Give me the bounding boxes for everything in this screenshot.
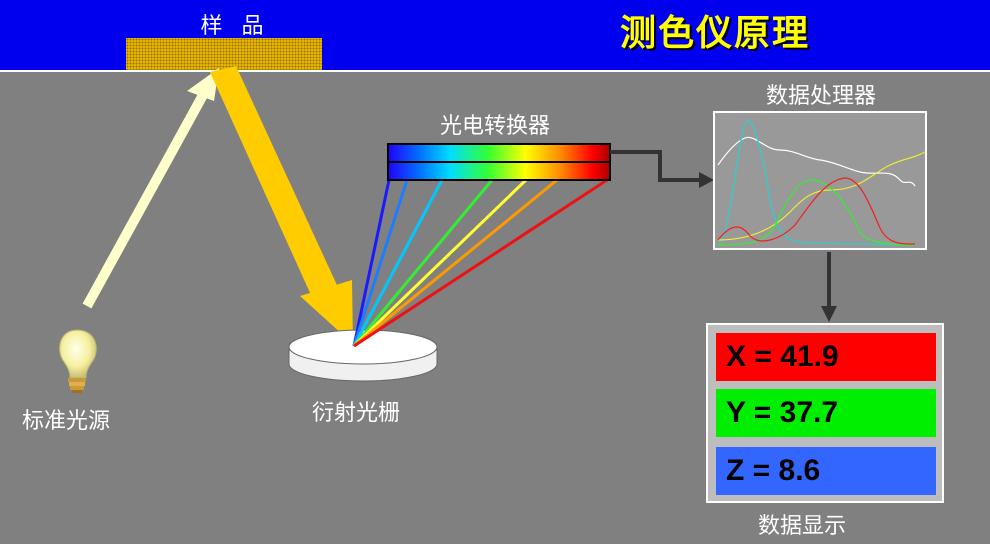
spectral-curve-plot	[713, 111, 927, 250]
display-label: 数据显示	[758, 514, 847, 539]
light-source-label: 标准光源	[22, 409, 111, 434]
sample-label: 样 品	[200, 14, 270, 39]
incident-beam	[82, 68, 219, 309]
z-value-row: Z = 8.6	[716, 447, 936, 495]
sample-block	[126, 38, 322, 70]
converter-label: 光电转换器	[440, 114, 551, 139]
y-value-row: Y = 37.7	[716, 389, 936, 437]
page-title: 测色仪原理	[619, 13, 810, 54]
reflected-beam	[210, 66, 353, 344]
x-value-row: X = 41.9	[716, 333, 936, 381]
spectrum-bar	[387, 143, 611, 181]
light-bulb-icon	[59, 329, 97, 393]
dispersed-rays	[352, 178, 608, 348]
data-display-panel: X = 41.9 Y = 37.7 Z = 8.6	[706, 323, 944, 503]
diffraction-grating-disk	[288, 329, 438, 382]
grating-label: 衍射光栅	[312, 401, 401, 426]
arrow-to-processor	[610, 150, 714, 188]
processor-label: 数据处理器	[766, 84, 877, 109]
arrow-to-display	[821, 252, 837, 322]
